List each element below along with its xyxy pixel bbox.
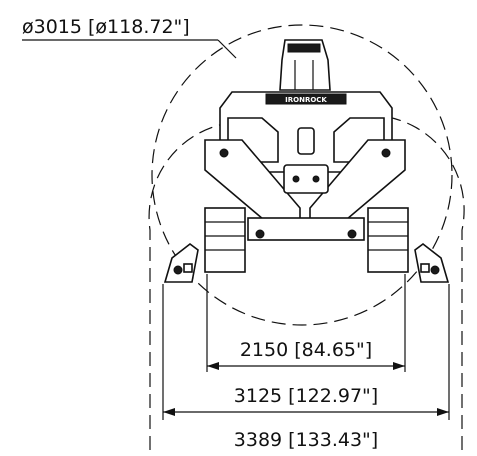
left-track xyxy=(204,207,246,273)
swing-radius-circle xyxy=(151,24,453,326)
track-width-label: 2150 [84.65"] xyxy=(240,339,372,361)
center-light xyxy=(297,127,315,155)
swing-diameter-leader xyxy=(217,39,237,59)
center-console xyxy=(283,164,329,194)
right-outrigger-foot xyxy=(414,242,450,283)
overall-width-label: 3389 [133.43"] xyxy=(234,429,378,451)
mast-clamp xyxy=(287,43,321,53)
right-track xyxy=(367,207,409,273)
brand-plate-text: IRONROCK xyxy=(285,96,327,104)
left-pivot-pin xyxy=(219,148,229,158)
swing-diameter-label: ø3015 [ø118.72"] xyxy=(22,16,190,38)
left-outrigger-foot xyxy=(163,242,199,283)
right-pivot-pin xyxy=(381,148,391,158)
drill-rig-front-view: IRONROCK xyxy=(163,39,450,283)
brand-plate xyxy=(265,93,347,105)
lower-frame xyxy=(247,217,365,241)
outrigger-width-label: 3125 [122.97"] xyxy=(234,385,378,407)
